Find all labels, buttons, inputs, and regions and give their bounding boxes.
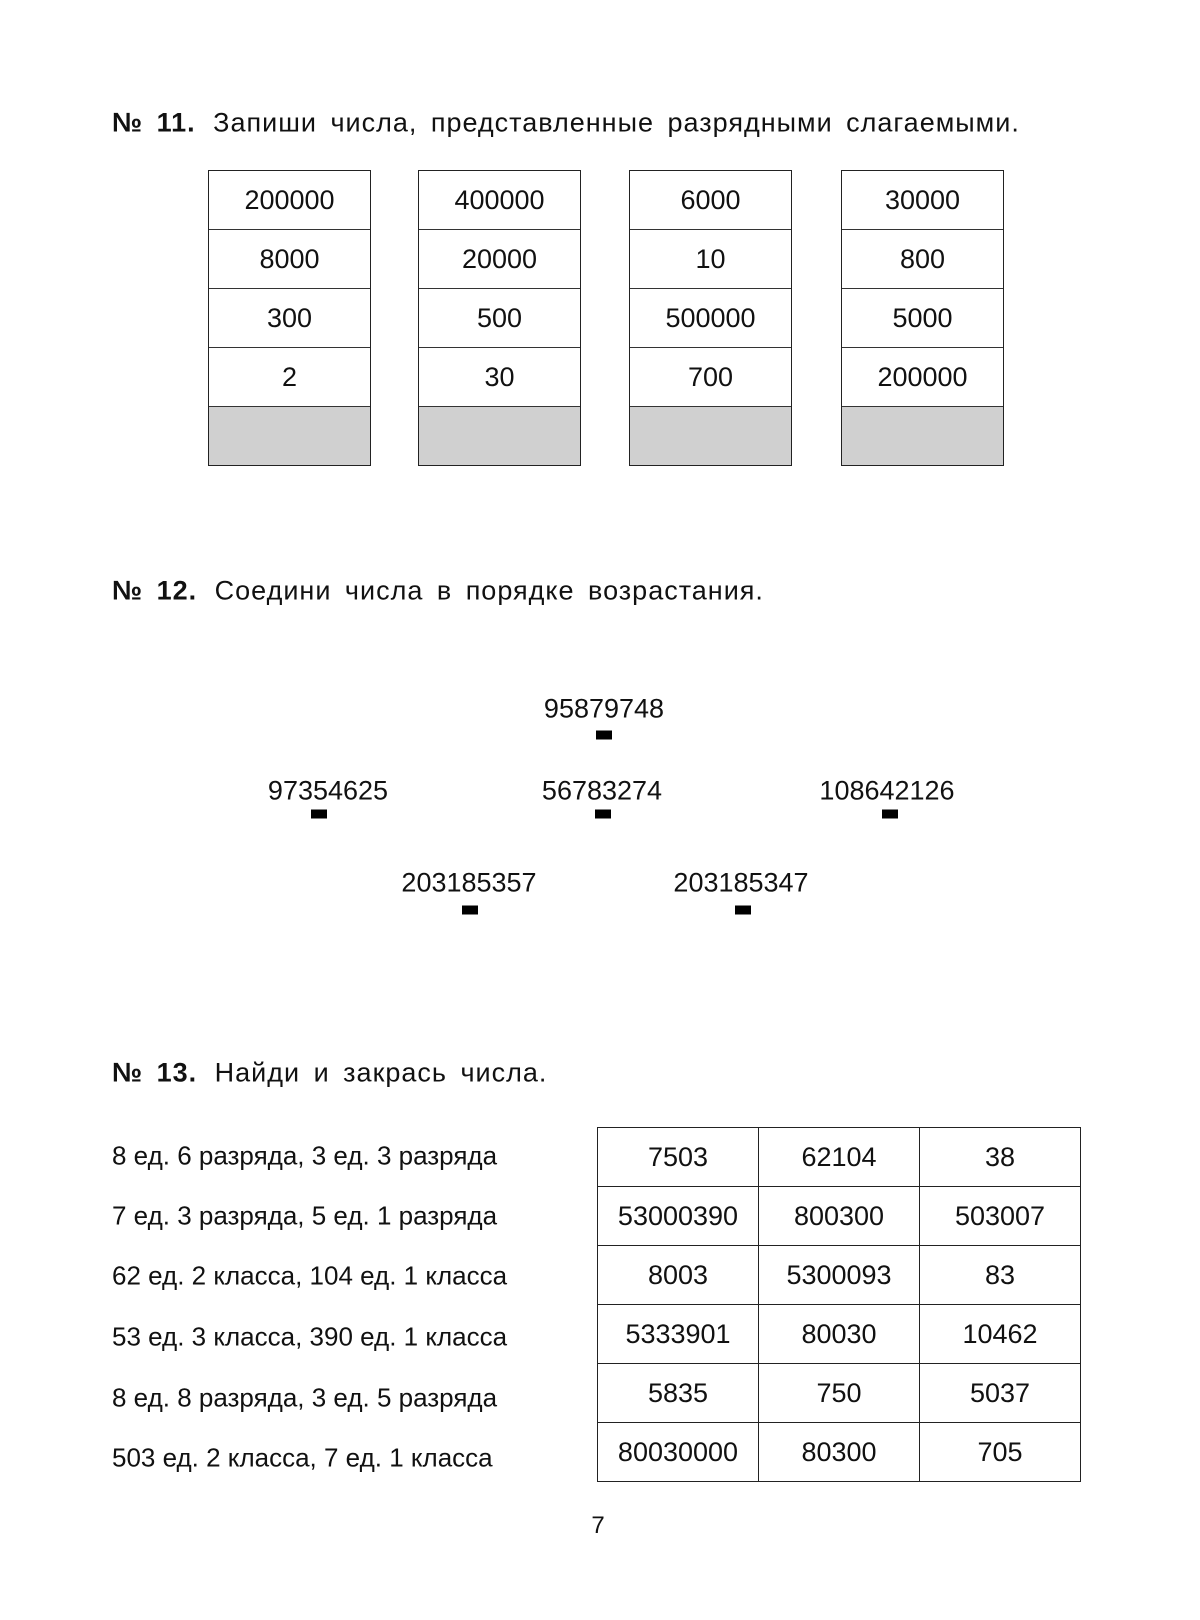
grid-cell[interactable]: 8003 — [597, 1245, 759, 1305]
grid-cell[interactable]: 5300093 — [758, 1245, 920, 1305]
addend-cell: 6000 — [630, 171, 791, 230]
grid-cell[interactable]: 10462 — [919, 1304, 1081, 1364]
condition-text: 503 ед. 2 класса, 7 ед. 1 класса — [112, 1442, 493, 1473]
grid-cell[interactable]: 80030000 — [597, 1422, 759, 1482]
number-label: 56783274 — [541, 775, 663, 806]
condition-text: 62 ед. 2 класса, 104 ед. 1 класса — [112, 1260, 508, 1291]
condition-text: 7 ед. 3 разряда, 5 ед. 1 разряда — [112, 1200, 498, 1231]
exercise-11-heading: № 11. Запиши числа, представленные разря… — [112, 108, 1020, 139]
grid-cell[interactable]: 83 — [919, 1245, 1081, 1305]
answer-cell[interactable] — [209, 407, 370, 465]
addend-cell: 300 — [209, 289, 370, 348]
grid-cell[interactable]: 503007 — [919, 1186, 1081, 1246]
addend-cell: 5000 — [842, 289, 1003, 348]
number-label: 203185357 — [401, 867, 537, 898]
grid-cell[interactable]: 5835 — [597, 1363, 759, 1423]
connect-point[interactable] — [735, 905, 751, 915]
connect-point[interactable] — [596, 730, 612, 740]
connect-point[interactable] — [595, 809, 611, 819]
addend-cell: 30000 — [842, 171, 1003, 230]
condition-text: 53 ед. 3 класса, 390 ед. 1 класса — [112, 1321, 508, 1352]
addend-cell: 800 — [842, 230, 1003, 289]
condition-text: 8 ед. 8 разряда, 3 ед. 5 разряда — [112, 1382, 498, 1413]
grid-cell[interactable]: 62104 — [758, 1127, 920, 1187]
condition-text: 8 ед. 6 разряда, 3 ед. 3 разряда — [112, 1140, 498, 1171]
addend-cell: 30 — [419, 348, 580, 407]
grid-cell[interactable]: 80300 — [758, 1422, 920, 1482]
grid-cell[interactable]: 705 — [919, 1422, 1081, 1482]
answer-cell[interactable] — [842, 407, 1003, 465]
number-label: 108642126 — [819, 775, 955, 806]
exercise-text: Найди и закрась числа. — [214, 1057, 548, 1088]
grid-cell[interactable]: 750 — [758, 1363, 920, 1423]
answer-cell[interactable] — [419, 407, 580, 465]
grid-cell[interactable]: 5037 — [919, 1363, 1081, 1423]
grid-cell[interactable]: 38 — [919, 1127, 1081, 1187]
addend-cell: 8000 — [209, 230, 370, 289]
exercise-text: Запиши числа, представленные разрядными … — [213, 107, 1020, 138]
addend-cell: 10 — [630, 230, 791, 289]
grid-cell[interactable]: 53000390 — [597, 1186, 759, 1246]
addend-cell: 700 — [630, 348, 791, 407]
grid-cell[interactable]: 5333901 — [597, 1304, 759, 1364]
page-number: 7 — [591, 1512, 605, 1539]
addend-cell: 20000 — [419, 230, 580, 289]
number-label: 95879748 — [543, 693, 665, 724]
addend-cell: 400000 — [419, 171, 580, 230]
number-label: 203185347 — [673, 867, 809, 898]
exercise-number: № 11. — [112, 107, 196, 138]
addend-cell: 500000 — [630, 289, 791, 348]
exercise-number: № 12. — [112, 575, 198, 606]
addend-cell: 500 — [419, 289, 580, 348]
exercise-number: № 13. — [112, 1057, 198, 1088]
exercise-13-heading: № 13. Найди и закрась числа. — [112, 1058, 547, 1089]
grid-cell[interactable]: 80030 — [758, 1304, 920, 1364]
exercise-text: Соедини числа в порядке возрастания. — [214, 575, 764, 606]
grid-cell[interactable]: 7503 — [597, 1127, 759, 1187]
exercise-12-heading: № 12. Соедини числа в порядке возрастани… — [112, 576, 764, 607]
connect-point[interactable] — [462, 905, 478, 915]
connect-point[interactable] — [311, 809, 327, 819]
addend-cell: 200000 — [209, 171, 370, 230]
answer-cell[interactable] — [630, 407, 791, 465]
number-label: 97354625 — [267, 775, 389, 806]
connect-point[interactable] — [882, 809, 898, 819]
addend-cell: 2 — [209, 348, 370, 407]
grid-cell[interactable]: 800300 — [758, 1186, 920, 1246]
addend-cell: 200000 — [842, 348, 1003, 407]
